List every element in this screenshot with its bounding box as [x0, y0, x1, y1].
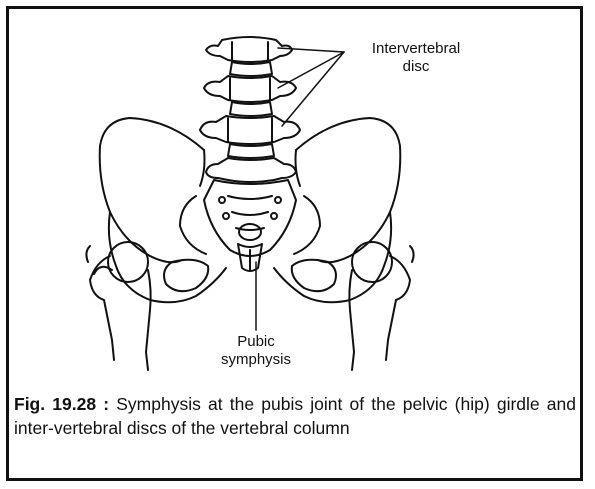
- intervertebral-disc-2: [230, 102, 272, 116]
- pubic-label-line1: Pubic: [196, 333, 316, 351]
- pubic-label-line2: symphysis: [196, 351, 316, 369]
- intervertebral-disc-1: [230, 62, 272, 76]
- right-femur: [349, 246, 413, 370]
- leader-line-disc-2: [278, 52, 344, 88]
- intervertebral-disc-3: [228, 144, 274, 158]
- pubic-symphysis: [238, 224, 262, 271]
- intervertebral-label-line1: Intervertebral: [336, 40, 496, 58]
- pubic-symphysis-label: Pubic symphysis: [196, 333, 316, 369]
- figure-number: Fig. 19.28 :: [14, 394, 109, 414]
- sacrum: [204, 180, 296, 256]
- leader-line-disc-1: [278, 48, 344, 52]
- intervertebral-disc-label: Intervertebral disc: [336, 40, 496, 76]
- intervertebral-label-line2: disc: [336, 58, 496, 76]
- leader-line-disc-3: [282, 52, 344, 126]
- vertebral-column: [200, 37, 300, 182]
- figure-caption: Fig. 19.28 : Symphysis at the pubis join…: [14, 392, 576, 440]
- left-femur: [86, 246, 150, 370]
